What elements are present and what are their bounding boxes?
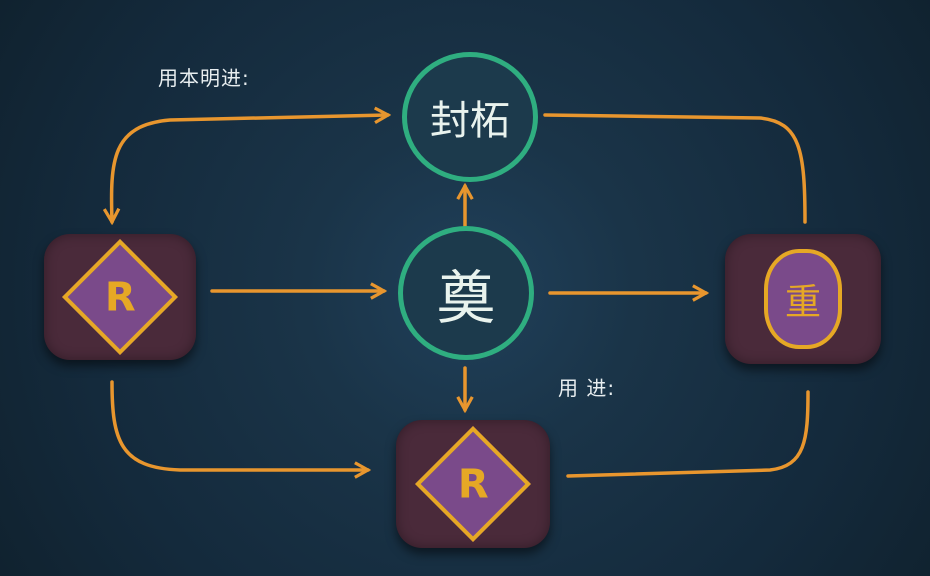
left-box-glyph: R bbox=[104, 274, 136, 320]
diamond-icon: R bbox=[415, 426, 531, 542]
top-left-label: 用本明进: bbox=[158, 66, 250, 90]
bottom-box-glyph: R bbox=[457, 461, 489, 507]
bottom-box-node[interactable]: R bbox=[396, 420, 550, 548]
diamond-icon: R bbox=[62, 239, 178, 355]
right-box-glyph: 重 bbox=[784, 282, 821, 323]
center-circle-text: 奠 bbox=[436, 264, 495, 332]
seal-icon: 重 bbox=[764, 249, 842, 349]
top-circle-text: 封柘 bbox=[430, 98, 510, 144]
left-box-node[interactable]: R bbox=[44, 234, 196, 360]
top-circle-node[interactable]: 封柘 bbox=[402, 52, 538, 182]
center-circle-node[interactable]: 奠 bbox=[398, 226, 534, 360]
arrow-left-to-bottom bbox=[110, 380, 368, 470]
arrow-left-to-top bbox=[112, 115, 388, 222]
arrow-top-to-right bbox=[543, 113, 807, 224]
bottom-right-label: 用 进: bbox=[558, 376, 616, 400]
right-box-node[interactable]: 重 bbox=[725, 234, 881, 364]
arrow-bottom-to-right bbox=[566, 390, 810, 478]
